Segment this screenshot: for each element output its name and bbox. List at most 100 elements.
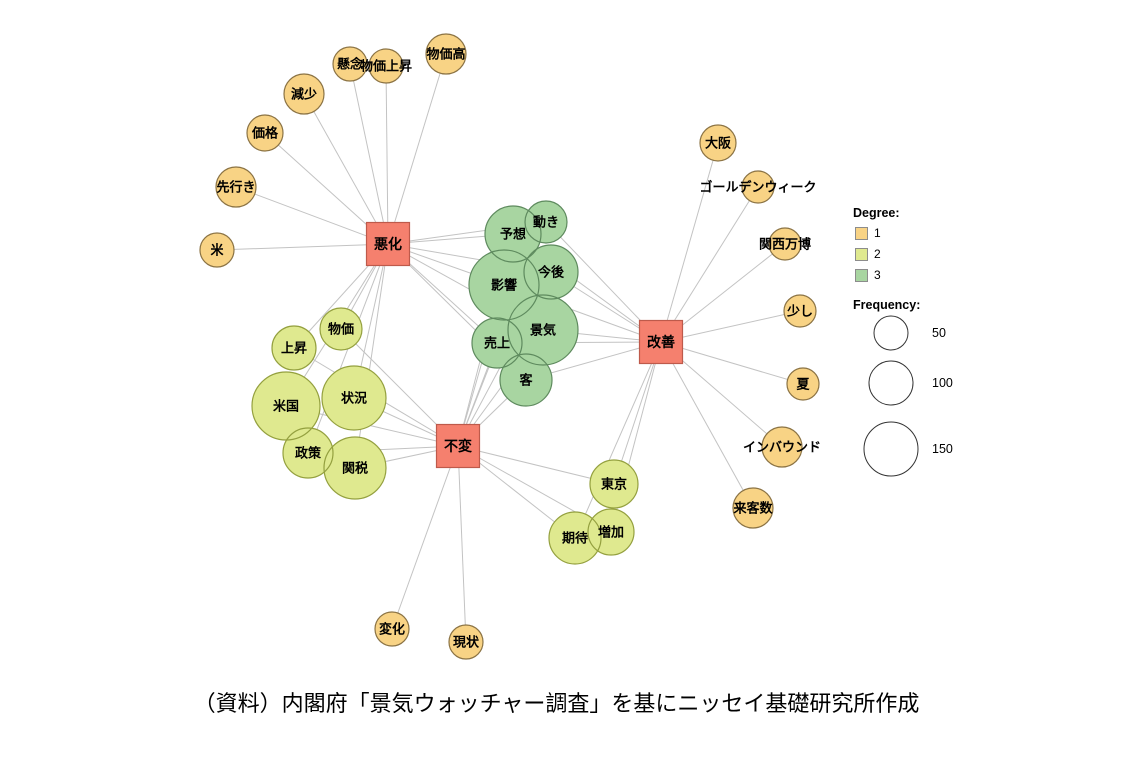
node-usa	[252, 372, 320, 440]
node-outline-high-prices	[425, 33, 467, 75]
degree-1-label: 1	[874, 226, 881, 240]
node-outline-golden-week	[741, 170, 775, 204]
label-price: 価格	[251, 126, 279, 141]
label-inbound: インバウンド	[743, 440, 821, 455]
node-status-quo	[449, 625, 483, 659]
label-increase: 増加	[598, 525, 624, 540]
node-high-prices	[426, 34, 466, 74]
square-unchanged	[435, 423, 481, 469]
label-status-quo: 現状	[453, 635, 480, 650]
node-outline-customers	[499, 353, 553, 407]
label-customers: 客	[519, 373, 533, 388]
degree-3-label: 3	[874, 268, 881, 282]
node-osaka	[700, 125, 736, 161]
frequency-legend-value-100: 100	[932, 376, 953, 390]
node-outline-price	[246, 114, 284, 152]
node-outline-concern	[332, 46, 368, 82]
node-rise	[272, 326, 316, 370]
node-situation	[322, 366, 386, 430]
degree-1-swatch	[855, 226, 868, 240]
node-outline-forecast	[484, 205, 542, 263]
node-visitors	[733, 488, 773, 528]
node-concern	[333, 47, 367, 81]
degree-2-label: 2	[874, 247, 881, 261]
frequency-legend-circle-50	[873, 315, 909, 351]
legend: Degree: 1 2 3 Frequency:	[853, 206, 993, 318]
edge-worsen-decrease	[303, 93, 389, 245]
node-outline-rise	[271, 325, 317, 371]
edge-improve-tokyo	[613, 341, 662, 485]
node-outline-tariffs	[323, 436, 387, 500]
node-summer	[787, 368, 819, 400]
frequency-legend-circle-150	[863, 421, 919, 477]
node-outlook	[216, 167, 256, 207]
node-tokyo	[590, 460, 638, 508]
node-customers	[500, 354, 552, 406]
node-tariffs	[324, 437, 386, 499]
node-golden-week	[742, 171, 774, 203]
label-unchanged: 不変	[444, 438, 472, 454]
node-outline-visitors	[732, 487, 774, 529]
edge-improve-visitors	[660, 341, 754, 509]
frequency-legend-circle-100	[868, 360, 914, 406]
label-economy: 景気	[530, 323, 556, 338]
node-outline-policy	[282, 427, 334, 479]
label-visitors: 来客数	[732, 501, 773, 516]
node-price-rise	[369, 49, 403, 83]
edge-unchanged-change	[391, 445, 459, 630]
edge-worsen-tariffs	[354, 243, 389, 469]
node-decrease	[284, 74, 324, 114]
node-outline-impact	[468, 249, 540, 321]
node-a-little	[784, 295, 816, 327]
edge-improve-expectation	[574, 341, 662, 539]
node-outline-economy	[507, 294, 579, 366]
frequency-legend-title: Frequency:	[853, 298, 921, 312]
label-decrease: 減少	[291, 87, 317, 102]
edge-improve-osaka	[660, 142, 719, 343]
node-kansai-expo	[769, 228, 801, 260]
edge-improve-summer	[660, 341, 804, 385]
node-outline-movement	[524, 200, 568, 244]
label-future: 今後	[537, 265, 565, 280]
node-outline-increase	[587, 508, 635, 556]
label-osaka: 大阪	[705, 136, 732, 151]
node-outline-outlook	[215, 166, 257, 208]
node-outline-rice	[199, 232, 235, 268]
node-prices	[320, 308, 362, 350]
node-outline-sales	[471, 317, 523, 369]
node-rice	[200, 233, 234, 267]
graph-canvas: 懸念物価上昇物価高減少価格先行き米大阪ゴールデンウィーク関西万博少し夏インバウン…	[199, 33, 953, 660]
edge-worsen-price-rise	[385, 65, 389, 245]
edge-worsen-rice	[216, 243, 389, 251]
label-rice: 米	[210, 243, 224, 258]
label-situation: 状況	[341, 391, 367, 406]
degree-legend-item-2: 2	[855, 247, 993, 261]
node-outline-price-rise	[368, 48, 404, 84]
node-outline-change	[374, 611, 410, 647]
node-change	[375, 612, 409, 646]
label-a-little: 少し	[786, 304, 813, 319]
frequency-legend-value-50: 50	[932, 326, 946, 340]
label-prices: 物価	[328, 322, 354, 337]
edge-worsen-high-prices	[387, 53, 447, 245]
frequency-legend-value-150: 150	[932, 442, 953, 456]
square-worsen	[365, 221, 411, 267]
node-increase	[588, 509, 634, 555]
node-movement	[525, 201, 567, 243]
label-high-prices: 物価高	[426, 47, 465, 62]
node-outline-inbound	[761, 426, 803, 468]
degree-3-swatch	[855, 268, 868, 282]
label-rise: 上昇	[281, 341, 307, 356]
label-change: 変化	[379, 622, 405, 637]
label-concern: 懸念	[337, 57, 363, 72]
node-outline-prices	[319, 307, 363, 351]
node-outline-a-little	[783, 294, 817, 328]
label-price-rise: 物価上昇	[360, 59, 412, 74]
node-outline-situation	[321, 365, 387, 431]
node-sales	[472, 318, 522, 368]
label-movement: 動き	[533, 215, 559, 230]
edge-improve-a-little	[660, 310, 801, 343]
label-forecast: 予想	[500, 227, 526, 242]
label-policy: 政策	[295, 446, 322, 461]
label-golden-week: ゴールデンウィーク	[699, 180, 816, 195]
